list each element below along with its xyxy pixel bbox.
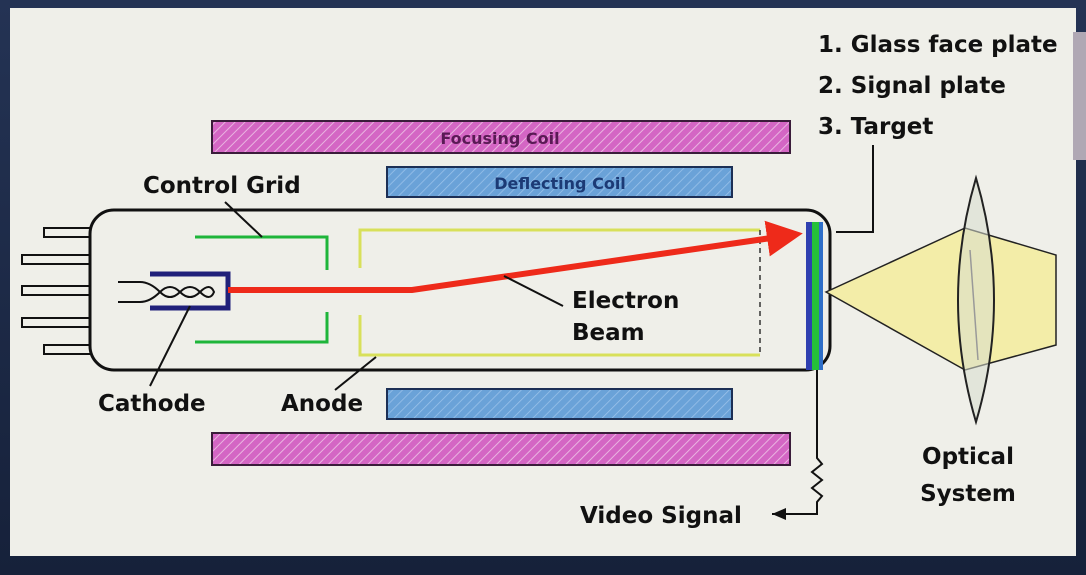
anode-pointer	[334, 356, 377, 391]
focusing-coil-bottom	[211, 432, 791, 466]
control-grid-bottom	[195, 312, 329, 344]
electron-label: Electron	[572, 288, 679, 314]
electron-beam-pointer	[503, 275, 564, 307]
lens	[957, 174, 995, 426]
anode-label: Anode	[281, 391, 363, 417]
deflecting-coil-top	[386, 166, 733, 198]
deflecting-coil-label: Deflecting Coil	[494, 174, 626, 193]
focusing-coil-label: Focusing Coil	[440, 129, 559, 148]
cathode-pointer	[149, 305, 191, 387]
beam-label: Beam	[572, 320, 645, 346]
legend-item-2: 2. Signal plate	[818, 73, 1006, 99]
anode-bottom	[358, 315, 760, 357]
glass-face-plate	[806, 222, 812, 370]
cathode-label: Cathode	[98, 391, 206, 417]
control-grid-pointer	[224, 201, 263, 238]
control-grid-label: Control Grid	[143, 173, 301, 199]
video-signal-arrow	[772, 508, 786, 520]
electron-beam	[228, 220, 803, 293]
video-signal-lead	[772, 370, 824, 515]
anode-top	[358, 228, 760, 268]
system-label: System	[920, 481, 1016, 507]
focusing-coil-top	[211, 120, 791, 154]
video-signal-label: Video Signal	[580, 503, 742, 529]
legend-item-1: 1. Glass face plate	[818, 32, 1058, 58]
legend-item-3: 3. Target	[818, 114, 933, 140]
lens-highlight	[969, 249, 979, 361]
base-pins	[21, 227, 95, 355]
signal-plate	[812, 222, 819, 370]
target-layer	[819, 222, 823, 370]
cathode-filament	[118, 281, 216, 303]
target-pointer	[836, 145, 874, 233]
light-cone	[824, 227, 1057, 371]
optical-label: Optical	[922, 444, 1014, 470]
deflecting-coil-bottom	[386, 388, 733, 420]
corner-tab	[1073, 32, 1086, 160]
control-grid-top	[195, 235, 329, 270]
